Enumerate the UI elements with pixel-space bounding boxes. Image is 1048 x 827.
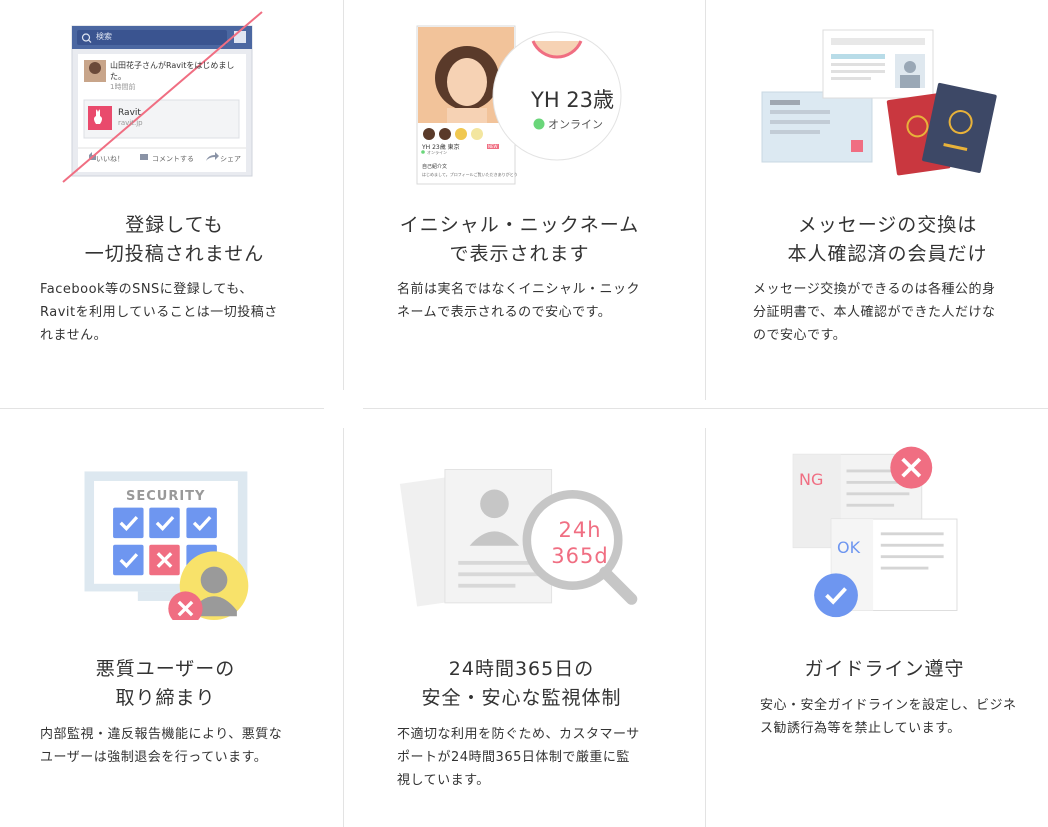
id-documents-illustration	[761, 29, 997, 176]
feature-title: ガイドライン遵守	[804, 658, 965, 680]
monitor-365d: 365d	[551, 544, 609, 568]
mock-share: シェア	[220, 155, 241, 163]
monitoring-illustration	[399, 469, 638, 607]
mock-post-user-2: た。	[110, 72, 126, 81]
ok-label: OK	[837, 538, 861, 557]
feature-monitoring: 24h 365d 24時間365日の 安全・安心な監視体制 不適切な利用を防ぐた…	[349, 420, 698, 827]
feature-title: 悪質ユーザーの 取り締まり	[95, 658, 236, 709]
security-illustration	[84, 471, 249, 620]
mock-post-time: 1時間前	[110, 83, 136, 91]
guideline-illustration	[792, 446, 958, 618]
sns-post-illustration	[62, 11, 263, 183]
feature-description: 名前は実名ではなくイニシャル・ニック ネームで表示されるので安心です。	[397, 282, 641, 320]
small-online: オンライン	[427, 150, 447, 155]
profile-online-status: オンライン	[548, 118, 603, 131]
feature-description: メッセージ交換ができるのは各種公的身 分証明書で、本人確認ができた人だけな ので…	[753, 282, 996, 343]
small-name: YH 23歳 東京	[422, 144, 460, 151]
mock-search-label: 検索	[96, 32, 112, 41]
feature-guideline: NG OK ガイドライン遵守 安心・安全ガイドラインを設定し、ビジネ ス勧誘行為…	[705, 420, 1048, 827]
feature-description: Facebook等のSNSに登録しても、 Ravitを利用していることは一切投稿…	[40, 282, 278, 343]
small-badge: NEW	[488, 144, 498, 149]
security-screen-label: SECURITY	[126, 489, 206, 504]
divider	[343, 428, 344, 827]
divider	[0, 408, 324, 409]
feature-nickname: YH 23歳 オンライン YH 23歳 東京 オンライン NEW 自己紹介文 は…	[349, 0, 698, 400]
mock-like: いいね！	[96, 155, 124, 163]
divider	[705, 0, 706, 400]
feature-description: 安心・安全ガイドラインを設定し、ビジネ ス勧誘行為等を禁止しています。	[760, 698, 1017, 736]
feature-id-verified: メッセージの交換は 本人確認済の会員だけ メッセージ交換ができるのは各種公的身 …	[705, 0, 1048, 400]
mock-app-sub: ravit.jp	[118, 119, 143, 127]
feature-description: 不適切な利用を防ぐため、カスタマーサ ポートが24時間365日体制で厳重に監 視…	[397, 727, 640, 788]
feature-title: メッセージの交換は 本人確認済の会員だけ	[787, 214, 988, 265]
divider	[705, 428, 706, 827]
profile-name-age: YH 23歳	[531, 88, 615, 112]
feature-title: 登録しても 一切投稿されません	[84, 214, 265, 265]
feature-bad-user-control: SECURITY 悪質ユーザーの 取り締まり 内部監視・違反報告機能により、悪質…	[0, 420, 349, 827]
feature-description: 内部監視・違反報告機能により、悪質な ユーザーは強制退会を行っています。	[40, 727, 283, 765]
feature-no-sns-post: 検索 山田花子さんがRavitをはじめまし た。 1時間前 Ravit ravi…	[0, 0, 349, 400]
mock-app-name: Ravit	[118, 108, 141, 118]
mock-comment: コメントする	[152, 155, 194, 163]
divider	[343, 0, 344, 390]
small-intro: 自己紹介文	[422, 164, 448, 170]
feature-title: 24時間365日の 安全・安心な監視体制	[421, 658, 622, 709]
small-intro-text: はじめまして。プロフィールご覧いただきありがとう	[422, 172, 518, 177]
monitor-24h: 24h	[558, 518, 602, 542]
divider	[363, 408, 1048, 409]
profile-illustration	[416, 25, 622, 185]
feature-title: イニシャル・ニックネーム で表示されます	[399, 214, 640, 265]
ng-label: NG	[799, 470, 824, 489]
mock-post-user: 山田花子さんがRavitをはじめまし	[110, 61, 235, 70]
